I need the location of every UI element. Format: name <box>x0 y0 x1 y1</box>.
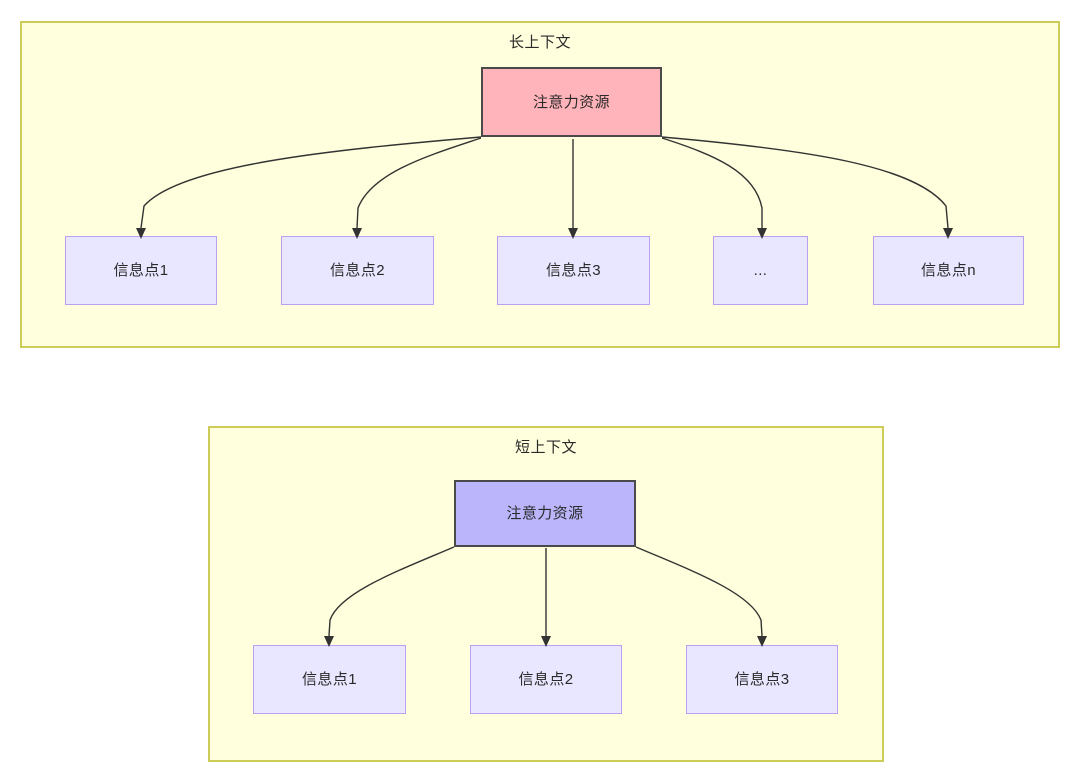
group-long-context-title: 长上下文 <box>508 34 571 51</box>
group-short-context-title: 短上下文 <box>514 439 577 456</box>
node-info-point-short-3[interactable]: 信息点3 <box>686 645 838 714</box>
node-info-point-long-ellipsis[interactable]: ... <box>713 236 808 305</box>
node-info-point-long-n[interactable]: 信息点n <box>873 236 1024 305</box>
node-info-point-short-2[interactable]: 信息点2 <box>470 645 622 714</box>
node-info-point-long-3[interactable]: 信息点3 <box>497 236 650 305</box>
node-info-point-long-1[interactable]: 信息点1 <box>65 236 217 305</box>
node-attention-resource-long[interactable]: 注意力资源 <box>481 67 662 137</box>
node-info-point-short-1[interactable]: 信息点1 <box>253 645 406 714</box>
node-info-point-long-2[interactable]: 信息点2 <box>281 236 434 305</box>
node-attention-resource-short[interactable]: 注意力资源 <box>454 480 636 547</box>
